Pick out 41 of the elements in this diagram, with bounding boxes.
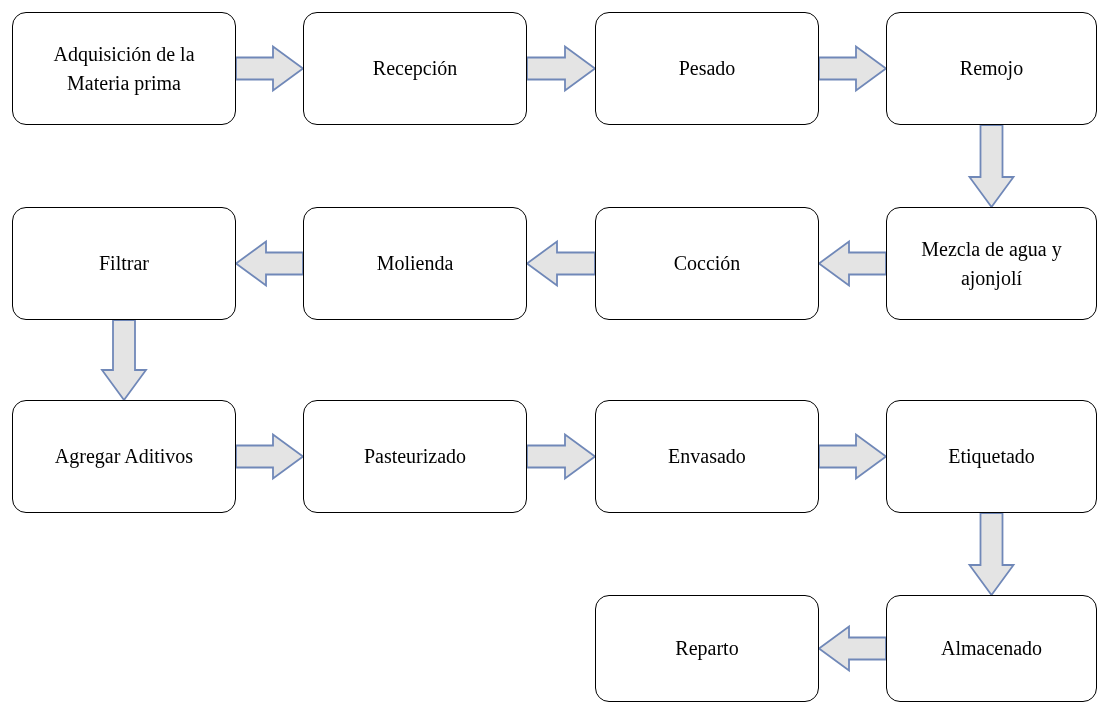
step-label: Reparto — [675, 636, 739, 662]
block-arrow — [100, 319, 148, 402]
process-box — [886, 400, 1097, 513]
step-label: Remojo — [959, 56, 1024, 82]
step-label: Cocción — [673, 251, 741, 276]
block-arrow — [235, 432, 305, 481]
process-box — [595, 12, 819, 125]
process-box — [595, 595, 819, 702]
step-label: Adquisición de la Materia prima — [52, 41, 196, 97]
step-label: Pasteurizado — [363, 444, 467, 469]
process-box — [303, 12, 527, 125]
step-label: Molienda — [376, 251, 454, 276]
block-arrow — [817, 624, 887, 673]
step-label: Agregar Aditivos — [54, 444, 194, 470]
block-arrow — [235, 44, 305, 93]
process-box — [886, 595, 1097, 702]
step-label: Recepción — [372, 56, 458, 82]
block-arrow — [967, 512, 1016, 597]
process-box — [303, 207, 527, 320]
block-arrow — [967, 124, 1016, 209]
step-label: Mezcla de agua y ajonjolí — [920, 236, 1063, 292]
block-arrow — [818, 432, 888, 481]
process-box — [12, 12, 236, 125]
block-arrow — [526, 44, 597, 93]
step-label: Almacenado — [940, 636, 1043, 661]
block-arrow — [234, 239, 304, 288]
process-box — [886, 12, 1097, 125]
block-arrow — [817, 239, 887, 288]
process-box — [12, 207, 236, 320]
process-box — [595, 400, 819, 513]
process-box — [886, 207, 1097, 320]
block-arrow — [818, 44, 888, 93]
step-label: Envasado — [668, 444, 746, 469]
step-label: Pesado — [678, 56, 736, 81]
step-label: Filtrar — [99, 251, 149, 276]
block-arrow — [526, 432, 597, 481]
process-box — [303, 400, 527, 513]
block-arrow — [525, 239, 596, 288]
process-box — [12, 400, 236, 513]
step-label: Etiquetado — [948, 444, 1035, 470]
process-box — [595, 207, 819, 320]
